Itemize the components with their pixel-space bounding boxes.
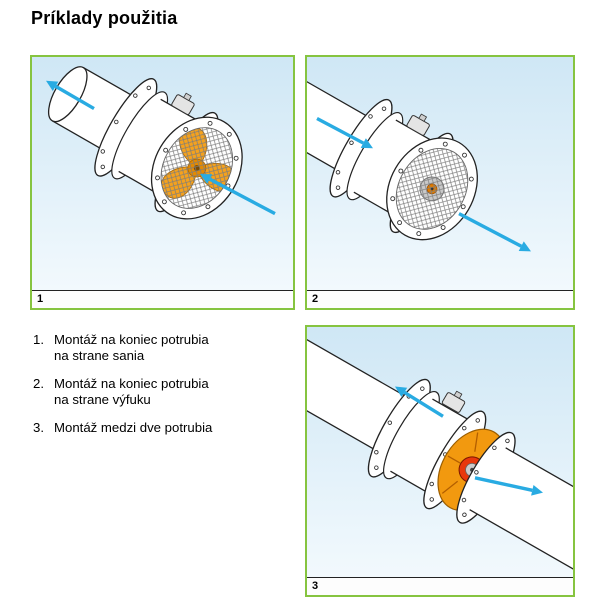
- airflow-arrow-out: [458, 212, 531, 252]
- bolt-holes: [390, 141, 474, 237]
- panel-3: 3: [305, 325, 575, 597]
- list-item-text: Montáž medzi dve potrubia: [54, 420, 213, 435]
- panel-1: 1: [30, 55, 295, 310]
- airflow-arrow-in: [474, 476, 543, 496]
- list-item-number: 2.: [33, 376, 44, 391]
- fan-illustration-exhaust-end: [307, 57, 573, 290]
- duct-pipe: [307, 57, 377, 176]
- duct-pipe-inlet: [307, 337, 413, 454]
- panel-number: 2: [307, 290, 573, 308]
- panel-number: 3: [307, 577, 573, 595]
- page-title: Príklady použitia: [31, 8, 178, 28]
- list-item-text: Montáž na koniec potrubia na strane výfu…: [54, 376, 209, 407]
- airflow-arrow-in: [316, 116, 373, 149]
- list-item-number: 1.: [33, 332, 44, 347]
- list-item-text: Montáž na koniec potrubia na strane sani…: [54, 332, 209, 363]
- list-item-number: 3.: [33, 420, 44, 435]
- fan-illustration-suction-end: [32, 57, 293, 290]
- usage-list: 1. Montáž na koniec potrubia na strane s…: [33, 332, 295, 449]
- mesh-grille: [395, 148, 469, 230]
- bolt-holes: [155, 120, 239, 216]
- terminal-box: [441, 390, 466, 413]
- airflow-arrow-out: [395, 386, 444, 418]
- list-item: 2. Montáž na koniec potrubia na strane v…: [33, 376, 295, 407]
- list-item: 3. Montáž medzi dve potrubia: [33, 420, 295, 436]
- terminal-box: [171, 92, 195, 115]
- list-item: 1. Montáž na koniec potrubia na strane s…: [33, 332, 295, 363]
- fan-illustration-between-ducts: [307, 327, 573, 577]
- airflow-arrow-out: [46, 80, 95, 111]
- terminal-box: [406, 113, 430, 136]
- airflow-arrow-in: [200, 173, 276, 216]
- panel-2: 2: [305, 55, 575, 310]
- panel-number: 1: [32, 290, 293, 308]
- mesh-grille: [160, 127, 234, 209]
- duct-pipe-outlet: [469, 447, 573, 577]
